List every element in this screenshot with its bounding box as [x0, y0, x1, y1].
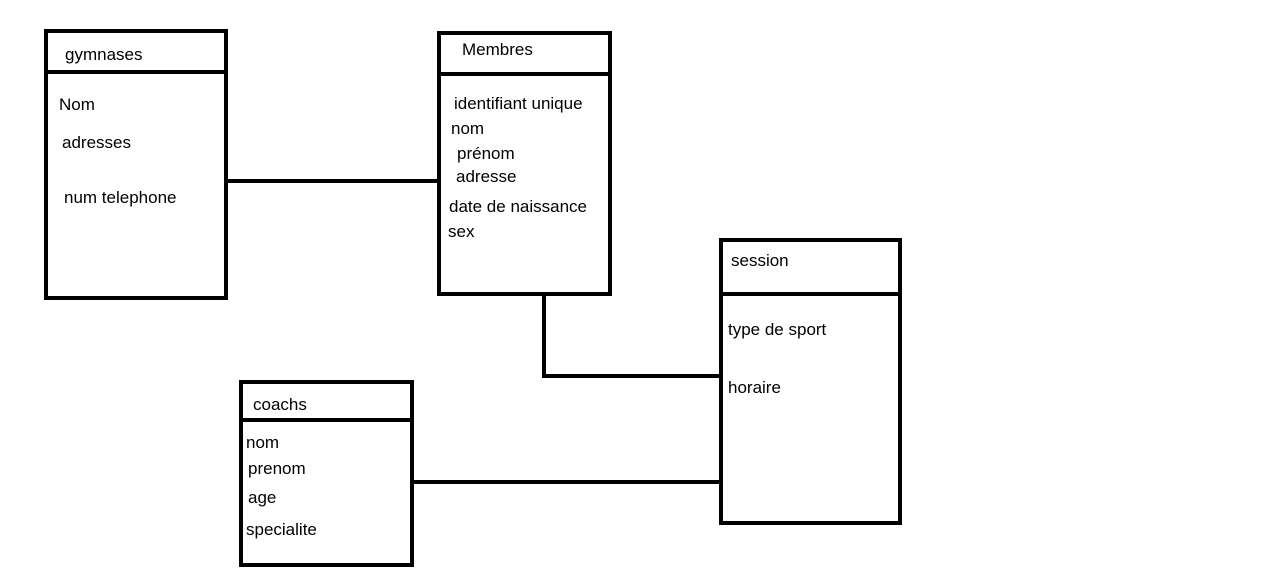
attribute: num telephone — [64, 188, 177, 207]
attribute: nom — [451, 119, 485, 138]
attribute: age — [248, 488, 277, 507]
attribute: type de sport — [728, 320, 827, 339]
entity-title: session — [731, 251, 789, 270]
attribute: adresse — [456, 167, 517, 186]
attribute: prenom — [248, 459, 306, 478]
entity-header: session — [723, 242, 898, 296]
attribute: horaire — [728, 378, 781, 397]
entity-membres: Membres identifiant unique nom prénom ad… — [437, 31, 612, 296]
attribute: nom — [246, 433, 280, 452]
entity-title: gymnases — [65, 45, 143, 64]
entity-header: Membres — [441, 35, 608, 76]
connector-gymnases-membres — [226, 179, 439, 183]
entity-header: gymnases — [48, 33, 224, 74]
attribute: identifiant unique — [454, 94, 583, 113]
attribute: Nom — [59, 95, 95, 114]
attribute: prénom — [457, 144, 515, 163]
entity-title: Membres — [462, 40, 533, 59]
connector-membres-session-vertical — [542, 294, 546, 378]
entity-session: session type de sport horaire — [719, 238, 902, 525]
entity-coachs: coachs nom prenom age specialite — [239, 380, 414, 567]
attribute: adresses — [62, 133, 131, 152]
connector-coachs-session — [412, 480, 725, 484]
attribute: date de naissance — [449, 197, 587, 216]
entity-gymnases: gymnases Nom adresses num telephone — [44, 29, 228, 300]
attribute: specialite — [246, 520, 317, 539]
attribute: sex — [448, 222, 475, 241]
entity-title: coachs — [253, 395, 307, 414]
connector-membres-session-horizontal — [542, 374, 723, 378]
entity-header: coachs — [243, 384, 410, 422]
